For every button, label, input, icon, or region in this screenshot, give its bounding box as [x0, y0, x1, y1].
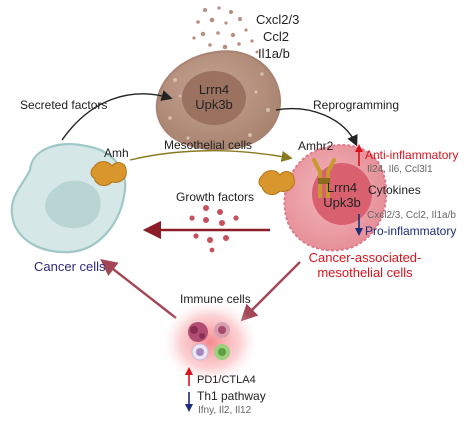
mesothelial-cell: [155, 50, 281, 151]
amh-ligand-icon: [258, 170, 295, 195]
camc-marker-2: Upk3b: [323, 195, 361, 210]
pd1-up-arrow-icon: [185, 367, 193, 386]
anti-genes-label: Il24, Il6, Ccl3l1: [367, 164, 433, 175]
immune-cells-icon: [188, 322, 230, 361]
pd1-ctla4-label: PD1/CTLA4: [197, 374, 256, 386]
pro-genes-label: Cxcl2/3, Ccl2, Il1a/b: [367, 210, 456, 221]
immune-to-cancer-arrow: [100, 259, 177, 319]
growth-factors-label: Growth factors: [176, 190, 255, 204]
secreted-factors-arrow: [61, 90, 173, 141]
mesothelial-marker-1: Lrrn4: [198, 82, 230, 97]
secreted-dots: [192, 6, 259, 54]
amhr2-receptor-icon: [312, 158, 336, 198]
anti-up-arrow-icon: [355, 144, 363, 166]
camc-label-line1: Cancer-associated-: [308, 250, 422, 265]
top-cytokine-1: Cxcl2/3: [256, 12, 300, 27]
cancer-cells-label: Cancer cells: [34, 259, 106, 274]
mesothelial-cells-label: Mesothelial cells: [164, 138, 253, 152]
mesothelial-nucleus: [182, 71, 246, 125]
camc-label-line2: mesothelial cells: [317, 265, 413, 280]
top-cytokine-2: Ccl2: [263, 29, 290, 44]
anti-inflammatory-label: Anti-inflammatory: [365, 148, 459, 162]
cytokines-label: Cytokines: [368, 183, 421, 197]
top-cytokine-3: Il1a/b: [258, 46, 290, 61]
th1-pathway-label: Th1 pathway: [197, 389, 266, 403]
th1-genes-label: Ifny, Il2, Il12: [198, 405, 252, 416]
immune-cells-label: Immune cells: [180, 292, 251, 306]
cancer-cell: [10, 142, 127, 254]
amh-protein-icon: [90, 161, 127, 186]
immune-glow: [160, 298, 260, 386]
reprogramming-arrow: [275, 108, 358, 147]
mesothelial-marker-2: Upk3b: [195, 97, 233, 112]
amh-label: Amh: [104, 146, 129, 160]
pro-down-arrow-icon: [355, 214, 363, 236]
pro-inflammatory-label: Pro-inflammatory: [365, 224, 457, 238]
camc-marker-1: Lrrn4: [326, 180, 358, 195]
secreted-factors-label: Secreted factors: [20, 98, 108, 112]
amhr2-label: Amhr2: [298, 139, 334, 153]
camc-to-immune-arrow: [240, 261, 301, 322]
reprogramming-label: Reprogramming: [313, 98, 400, 112]
amh-to-camc-arrow: [129, 150, 293, 162]
camc-cell: [283, 144, 388, 252]
growth-factor-dots: [189, 205, 239, 253]
th1-down-arrow-icon: [185, 392, 193, 412]
cancer-nucleus: [45, 180, 101, 229]
